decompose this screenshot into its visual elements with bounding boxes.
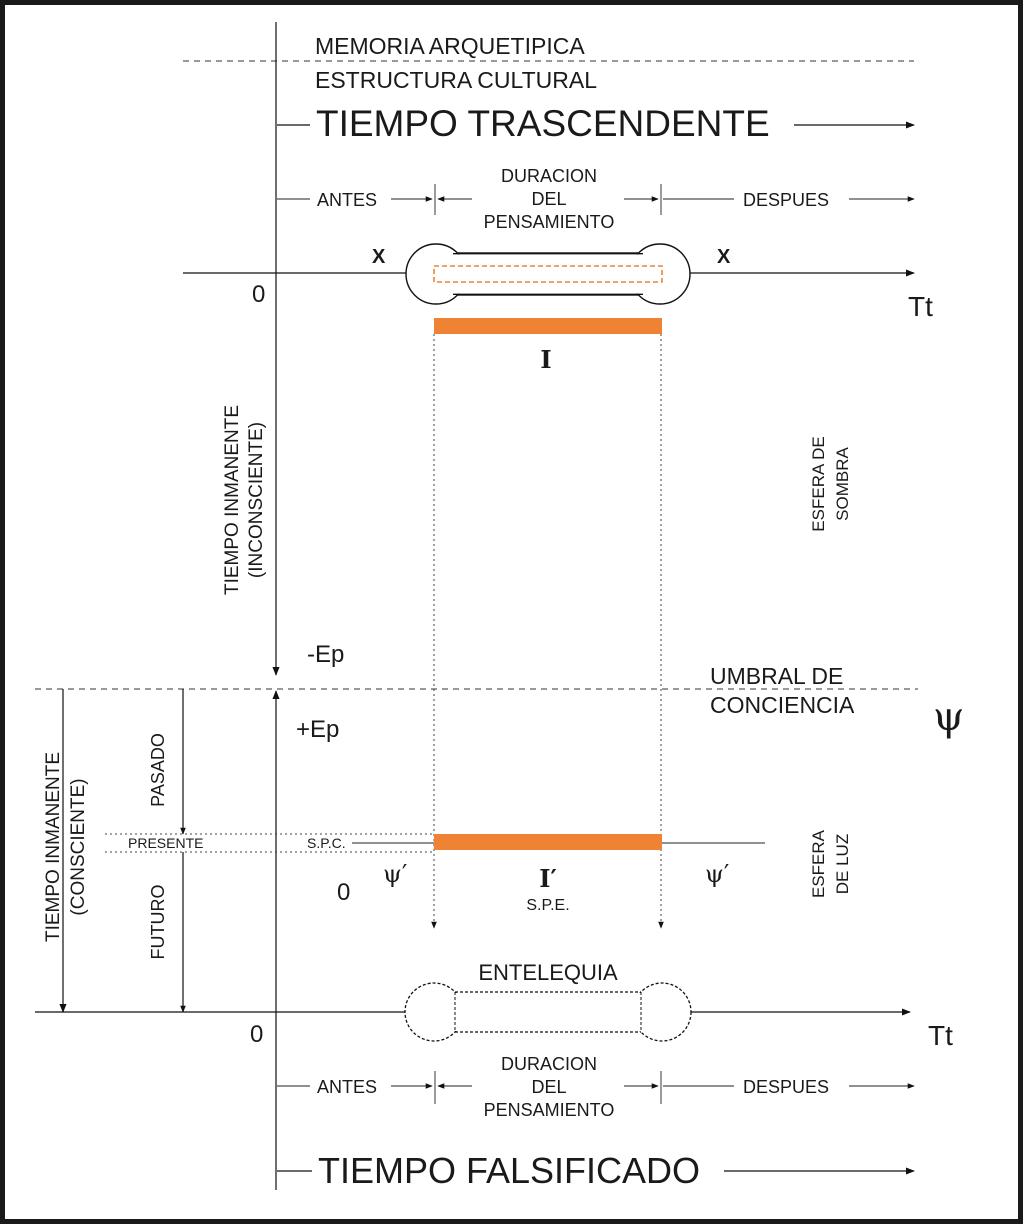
umbral-label-2: CONCIENCIA xyxy=(710,692,855,718)
orange-bar-i-prime xyxy=(434,834,662,850)
sombra-label-1: ESFERA DE xyxy=(809,436,828,531)
capsule-top-inner-dashed xyxy=(433,265,663,283)
i-symbol: I xyxy=(540,345,551,374)
entelequia-right-cap xyxy=(632,982,692,1042)
estructura-label: ESTRUCTURA CULTURAL xyxy=(315,67,597,93)
duracion-bottom-label-2: DEL xyxy=(531,1077,566,1097)
psi-symbol: ψ xyxy=(933,694,964,740)
pensamiento-capsule-top xyxy=(405,243,691,305)
entelequia-body-cover xyxy=(455,993,641,1031)
duracion-bottom-label-1: DURACION xyxy=(501,1054,597,1074)
luz-label-2: DE LUZ xyxy=(833,834,852,894)
antes-bottom-label: ANTES xyxy=(317,1077,377,1097)
luz-label-1: ESFERA xyxy=(809,829,828,898)
orange-bar-i xyxy=(434,318,662,334)
capsule-top-body-cover xyxy=(452,254,644,294)
entelequia-label: ENTELEQUIA xyxy=(478,960,618,985)
umbral-label-1: UMBRAL DE xyxy=(710,663,843,689)
zero-mid-label: 0 xyxy=(337,879,350,906)
presente-label: PRESENTE xyxy=(128,835,203,851)
entelequia-capsule xyxy=(404,982,692,1042)
duracion-top-label-3: PENSAMIENTO xyxy=(484,212,615,232)
spc-label: S.P.C. xyxy=(307,835,346,851)
spe-label: S.P.E. xyxy=(526,897,569,914)
antes-top-label: ANTES xyxy=(317,190,377,210)
despues-bottom-label: DESPUES xyxy=(743,1077,829,1097)
zero-bottom-label: 0 xyxy=(250,1021,263,1048)
consciente-label-2: (CONSCIENTE) xyxy=(68,778,89,915)
duracion-bottom-label-3: PENSAMIENTO xyxy=(484,1100,615,1120)
consciente-label-1: TIEMPO INMANENTE xyxy=(43,752,64,942)
i-prime-symbol: I′ xyxy=(539,864,557,893)
psi-prime-right: ψ′ xyxy=(705,860,729,888)
tt-bottom-label: Tt xyxy=(928,1020,953,1051)
psi-prime-left: ψ′ xyxy=(383,860,407,888)
x-right-label: X xyxy=(717,246,731,268)
plus-ep-label: +Ep xyxy=(296,716,339,743)
inconsciente-label-1: TIEMPO INMANENTE xyxy=(222,405,243,595)
tt-top-label: Tt xyxy=(908,291,933,322)
duracion-top-label-2: DEL xyxy=(531,189,566,209)
futuro-label: FUTURO xyxy=(148,885,168,960)
sombra-label-2: SOMBRA xyxy=(833,447,852,521)
pasado-label: PASADO xyxy=(148,733,168,807)
duracion-top-label-1: DURACION xyxy=(501,166,597,186)
x-left-label: X xyxy=(372,246,386,268)
entelequia-left-cap xyxy=(404,982,464,1042)
trascendente-label: TIEMPO TRASCENDENTE xyxy=(316,103,770,144)
minus-ep-label: -Ep xyxy=(307,641,344,668)
falsificado-label: TIEMPO FALSIFICADO xyxy=(318,1150,700,1191)
despues-top-label: DESPUES xyxy=(743,190,829,210)
zero-top-label: 0 xyxy=(252,281,265,308)
inconsciente-label-2: (INCONSCIENTE) xyxy=(246,422,267,578)
memoria-label: MEMORIA ARQUETIPICA xyxy=(315,33,585,59)
